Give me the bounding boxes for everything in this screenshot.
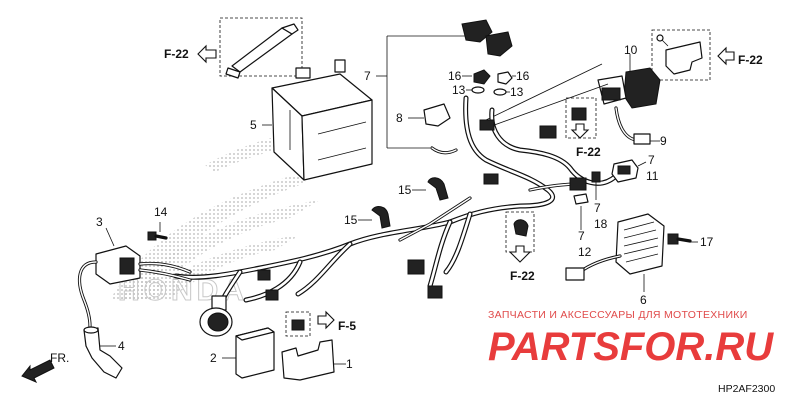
- round-connector: [199, 307, 233, 337]
- callout-16-left: 16: [448, 69, 462, 83]
- callout-10: 10: [624, 43, 638, 57]
- starter-relay-cover: [651, 29, 711, 81]
- callout-17: 17: [700, 235, 714, 249]
- battery: [271, 59, 373, 181]
- clamp-15-upper: [427, 177, 449, 201]
- callout-7-top: 7: [364, 69, 371, 83]
- watermark-caption: ЗАПЧАСТИ И АКСЕССУАРЫ ДЛЯ МОТОТЕХНИКИ: [488, 309, 748, 321]
- callout-9: 9: [660, 134, 667, 148]
- callout-18: 18: [594, 217, 608, 231]
- relay-connector: [633, 133, 651, 145]
- diagram-code: HP2AF2300: [718, 383, 775, 395]
- ref-arrow-relay-bracket: F-22: [717, 46, 763, 67]
- main-wire-harness: [173, 95, 619, 315]
- fuse-box: [611, 159, 639, 183]
- relay-12: [573, 193, 589, 205]
- harness-clamp-box: [505, 211, 535, 263]
- callout-16-right: 16: [516, 69, 530, 83]
- ref-relay-below: F-22: [576, 145, 601, 159]
- leader-7-bracket: [376, 35, 468, 149]
- callout-6: 6: [640, 293, 647, 307]
- callout-7-fuse: 7: [648, 153, 655, 167]
- ground-bolt: [285, 310, 335, 337]
- watermark-logo: PARTSFOR.RU: [488, 325, 774, 369]
- svg-text:F-22: F-22: [164, 47, 189, 61]
- bolt-17: [667, 233, 692, 245]
- ref-ground-bolt: F-5: [338, 319, 356, 333]
- screw-icon: [656, 34, 669, 47]
- svg-text:F-22: F-22: [738, 53, 763, 67]
- washer-13-right: [493, 88, 507, 96]
- ref-clamp-below: F-22: [510, 269, 535, 283]
- regulator-rectifier: [615, 213, 665, 275]
- callout-11: 11: [646, 169, 659, 183]
- callout-7-relay: 7: [578, 229, 585, 243]
- callout-8: 8: [396, 111, 403, 125]
- starter-relay: [597, 67, 661, 109]
- relay-connector-box: [565, 97, 597, 139]
- callout-13-right: 13: [510, 85, 524, 99]
- washer-13-left: [471, 86, 485, 94]
- bolt-14: [147, 231, 168, 241]
- cdi-unit: [235, 327, 275, 379]
- callout-12: 12: [578, 245, 592, 259]
- cdi-rubber-holder: [281, 339, 335, 381]
- front-marker: FR.: [50, 351, 69, 365]
- callout-1: 1: [346, 357, 353, 371]
- callout-15-upper: 15: [398, 183, 412, 197]
- nut-16-left: [473, 69, 491, 85]
- callout-4: 4: [118, 339, 125, 353]
- callout-15-lower: 15: [344, 213, 358, 227]
- harness-connectors: [211, 119, 587, 311]
- ref-arrow-battery-band: F-22: [164, 44, 217, 64]
- callout-14: 14: [154, 205, 168, 219]
- ignition-coil: [77, 245, 141, 328]
- spark-plug-cap: [83, 326, 123, 379]
- front-arrow-icon: [21, 359, 55, 383]
- terminal-cover-8: [423, 103, 451, 127]
- callout-3: 3: [96, 215, 103, 229]
- callout-7-fuse-small: 7: [594, 201, 601, 215]
- nut-16-right: [497, 71, 513, 85]
- battery-band: [219, 17, 303, 79]
- clamp-15-lower: [371, 206, 391, 229]
- callout-13-left: 13: [452, 83, 466, 97]
- regulator-connector: [565, 267, 585, 281]
- fuse-small: [591, 171, 601, 183]
- callout-5: 5: [250, 118, 257, 132]
- callout-2: 2: [210, 351, 217, 365]
- terminal-cap-lower: [485, 31, 513, 57]
